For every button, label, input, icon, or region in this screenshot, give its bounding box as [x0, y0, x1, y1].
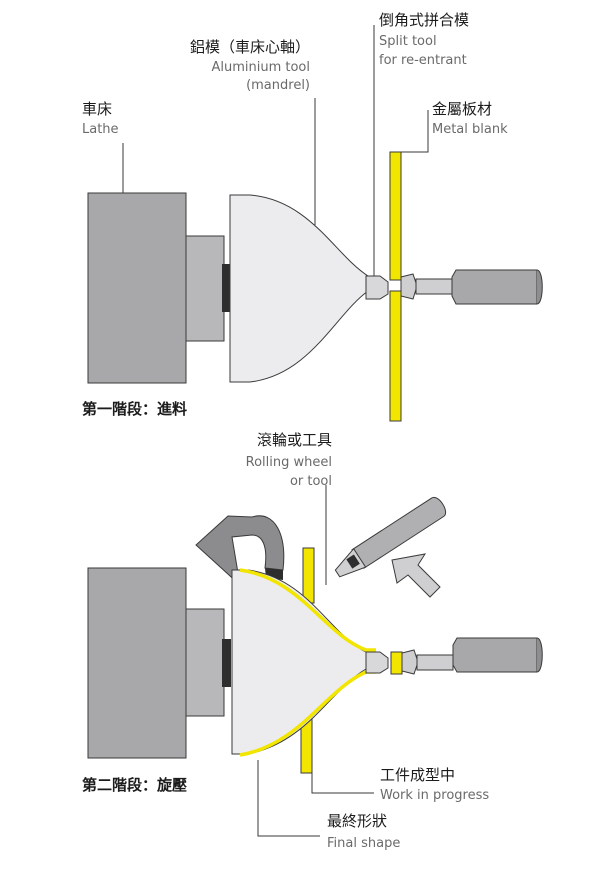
- lathe-body-2: [87, 567, 187, 759]
- tailstock-barrel: [451, 269, 538, 305]
- metal-blank-lower: [389, 290, 402, 422]
- stage1-leaders: [122, 25, 429, 276]
- split-tool-2: [365, 651, 389, 674]
- formed-metal-outline: [239, 568, 376, 757]
- tailstock-end-2: [536, 637, 543, 673]
- stage2-leaders: [257, 485, 374, 837]
- lathe-label-zh: 車床: [82, 100, 113, 118]
- roller-label-en1: Rolling wheel: [245, 455, 332, 470]
- roller-label-zh: 滾輪或工具: [256, 431, 332, 449]
- lathe-chuck: [185, 235, 225, 342]
- blank-label-zh: 金屬板材: [432, 100, 493, 118]
- lathe-spindle-2: [222, 639, 231, 687]
- tailstock-barrel-2: [452, 637, 538, 673]
- split-tool-label-en2: for re-entrant: [379, 53, 467, 68]
- wip-label-en: Work in progress: [380, 788, 490, 803]
- lathe-spindle: [222, 264, 231, 312]
- tailstock-end: [536, 269, 543, 305]
- stage2-graphic: [87, 485, 543, 837]
- rolling-tool: [334, 496, 447, 578]
- tool-label-zh: 鋁模（車床心軸）: [189, 38, 310, 56]
- blank-label-en: Metal blank: [432, 122, 508, 137]
- split-tool-label-en1: Split tool: [379, 34, 437, 49]
- metal-blank-upper: [389, 151, 402, 281]
- tailstock-shaft-2: [416, 654, 454, 671]
- blank-clamp-2: [390, 651, 403, 675]
- tailstock-cap-2: [401, 649, 419, 675]
- roller-label-en2: or tool: [289, 474, 332, 489]
- push-arrow: [391, 553, 441, 598]
- final-label-zh: 最終形狀: [327, 812, 388, 830]
- lathe-chuck-2: [185, 608, 225, 717]
- aluminium-mandrel: [229, 194, 373, 383]
- tool-label-en1: Aluminium tool: [211, 60, 310, 75]
- stage1-graphic: [87, 25, 543, 422]
- tool-label-en2: (mandrel): [246, 78, 310, 93]
- split-tool-label-zh: 倒角式拼合模: [379, 11, 470, 29]
- wip-label-zh: 工件成型中: [380, 766, 456, 784]
- tailstock-shaft: [415, 278, 453, 295]
- final-label-en: Final shape: [327, 836, 401, 851]
- split-tool: [365, 275, 389, 300]
- lathe-label-en: Lathe: [82, 122, 119, 137]
- rotation-arrow: [195, 515, 285, 587]
- stage1-title: 第一階段：進料: [82, 400, 188, 418]
- lathe-body: [87, 192, 187, 384]
- stage2-title: 第二階段：旋壓: [82, 776, 188, 794]
- aluminium-mandrel-2: [231, 569, 373, 755]
- blank-upper-2: [302, 547, 315, 604]
- tailstock-cap: [400, 273, 418, 300]
